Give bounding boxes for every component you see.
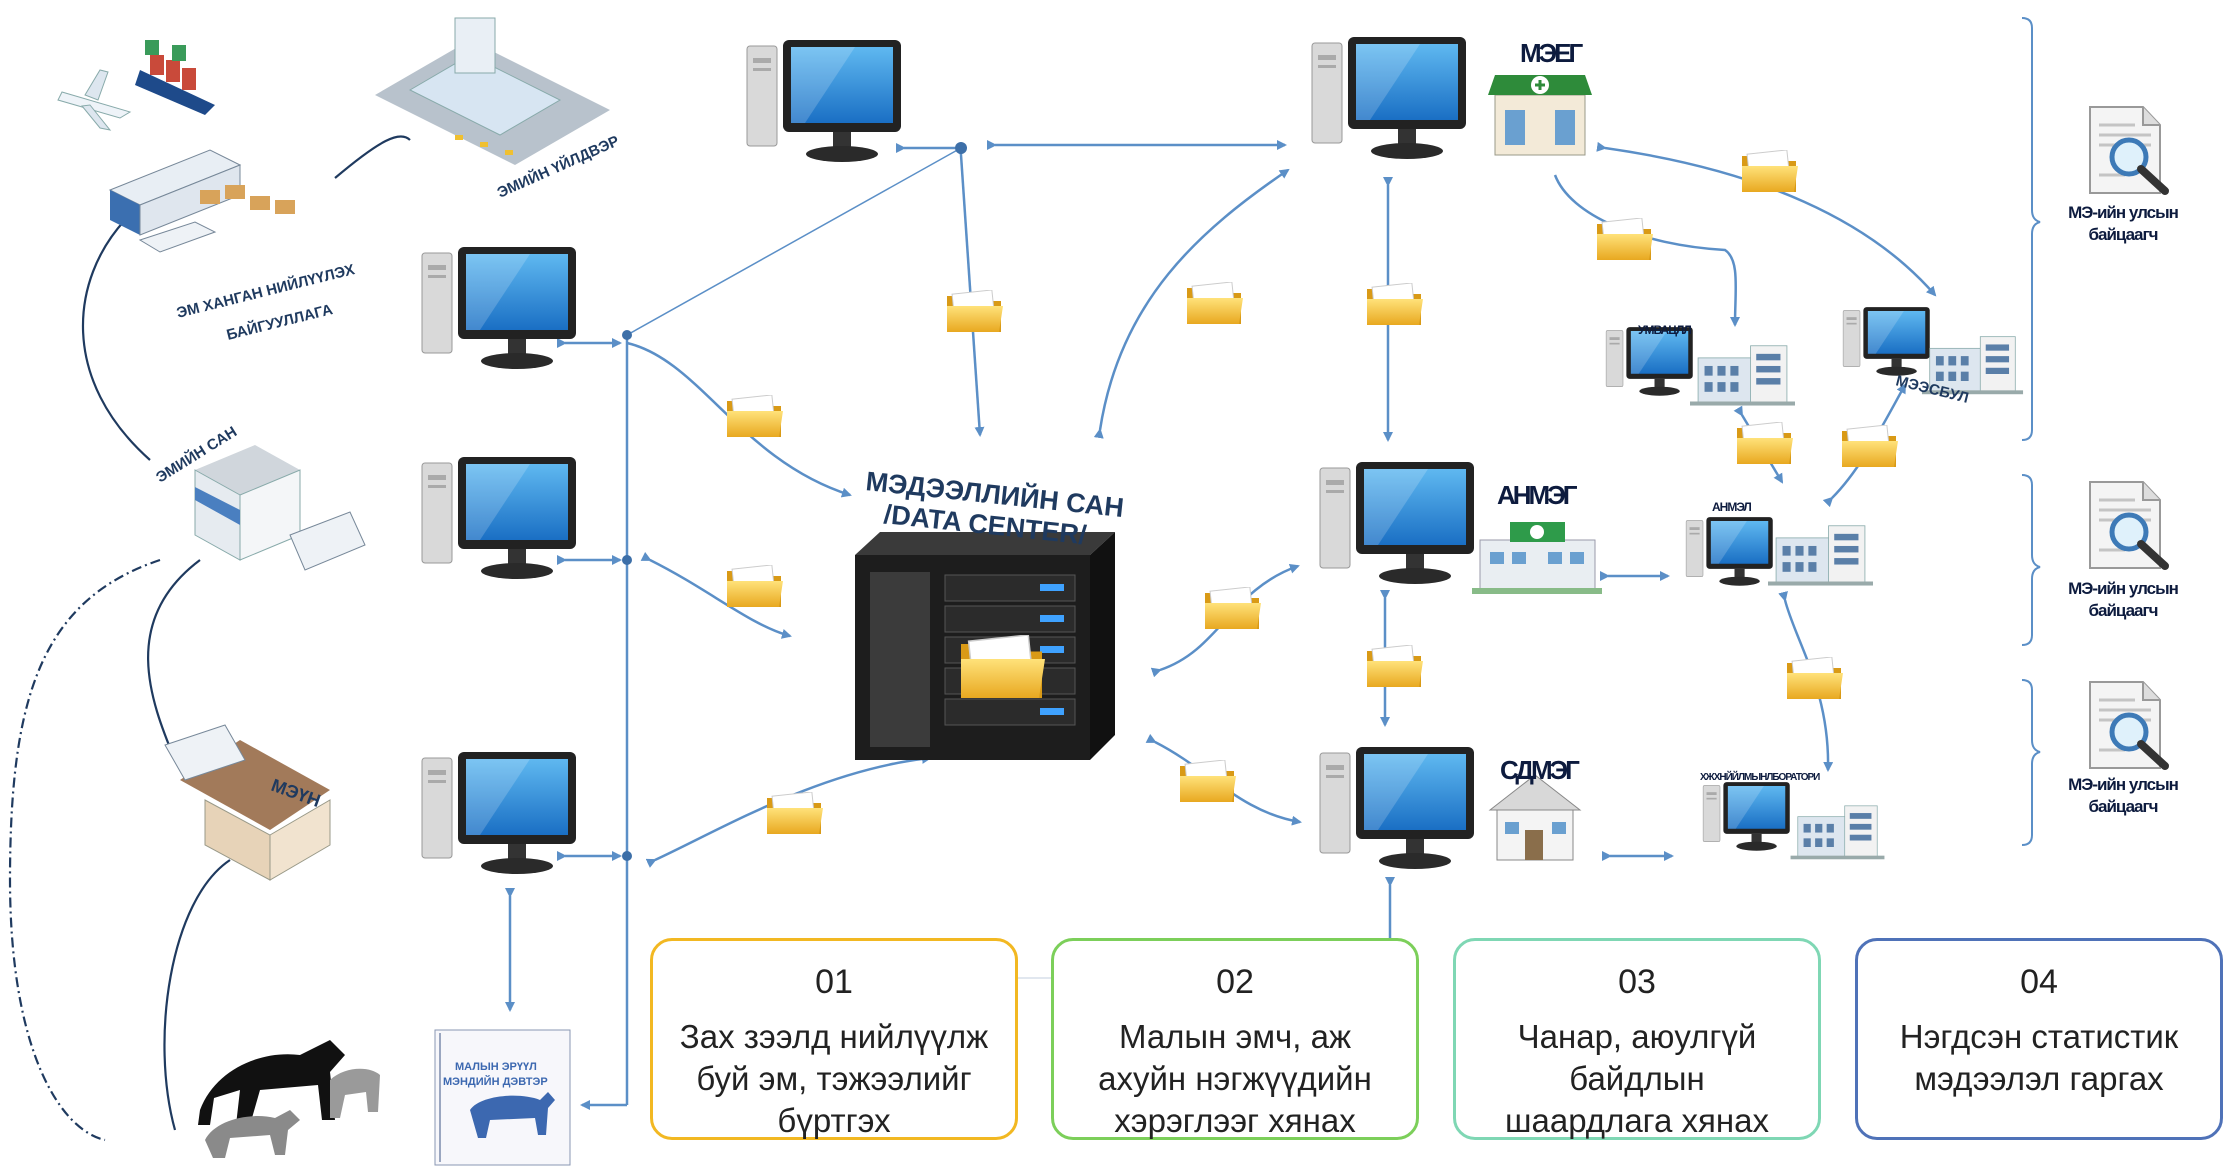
importer-label-line2: БАЙГУУЛЛАГА — [225, 300, 335, 344]
computer-icon — [746, 39, 902, 163]
card-text: Малын эмч, аж ахуйн нэгжүүдийн хэрэглээг… — [1098, 1018, 1372, 1139]
supply-chain-lines — [8, 135, 411, 1142]
building-icon — [1768, 525, 1873, 586]
computer-icon — [1311, 36, 1467, 160]
data-center-server-icon — [855, 532, 1115, 760]
inspector-label-line2: байцаагч — [2088, 601, 2159, 620]
anmeg-label: АНМЭГ — [1497, 480, 1577, 510]
workstations — [421, 36, 1931, 875]
magnifier-document-icon — [2090, 682, 2165, 768]
inspector-label: МЭ-ийн улсын байцаагч — [2048, 578, 2198, 622]
function-card: 04 Нэгдсэн статистик мэдээлэл гаргах — [1855, 938, 2223, 1140]
inspector-label-line2: байцаагч — [2088, 225, 2159, 244]
meeg-label: МЭЕГ — [1520, 38, 1583, 68]
card-number: 01 — [815, 963, 853, 1001]
magnifier-document-icon — [2090, 482, 2165, 568]
inspector-brackets — [2021, 17, 2041, 846]
card-number: 03 — [1618, 963, 1656, 1001]
computer-icon — [421, 456, 577, 580]
computer-icon — [1319, 746, 1475, 870]
folder-icon — [946, 290, 1004, 333]
magnifier-document-icon — [2090, 107, 2165, 193]
card-number: 02 — [1216, 963, 1254, 1001]
card-number: 04 — [2020, 963, 2058, 1001]
card-text: Чанар, аюулгүй байдлын шаардлага хянах — [1505, 1018, 1769, 1139]
folder-icon — [1366, 645, 1424, 688]
inspector-label-line1: МЭ-ийн улсын — [2068, 579, 2179, 598]
building-icon — [1790, 805, 1885, 860]
function-card: 02 Малын эмч, аж ахуйн нэгжүүдийн хэрэгл… — [1051, 938, 1419, 1140]
folder-icon — [1179, 760, 1237, 803]
computer-icon — [421, 246, 577, 370]
function-card: 01 Зах зээлд нийлүүлж буй эм, тэжээлийг … — [650, 938, 1018, 1140]
building-icon — [1690, 345, 1795, 406]
computer-icon — [1319, 461, 1475, 585]
card-text: Зах зээлд нийлүүлж буй эм, тэжээлийг бүр… — [679, 1018, 989, 1139]
hkl-label: ХЖХНЙЙЛМЫНЛБОРАТОРИ — [1700, 772, 1820, 783]
folder-icon — [1186, 282, 1244, 325]
computer-icon — [421, 751, 577, 875]
folder-icon — [766, 792, 824, 835]
livestock-icon — [198, 1040, 380, 1158]
folder-icon — [1841, 425, 1899, 468]
computer-icon — [1605, 326, 1694, 396]
card-text: Нэгдсэн статистик мэдээлэл гаргах — [1899, 1018, 2179, 1097]
cargo-ship-icon — [135, 40, 215, 115]
folder-icon — [1786, 657, 1844, 700]
inspector-label: МЭ-ийн улсын байцаагч — [2048, 774, 2198, 818]
anmel-label: АНМЭЛ — [1712, 500, 1752, 514]
folder-icon — [1366, 283, 1424, 326]
sdmeg-label: СДМЭГ — [1500, 755, 1580, 785]
inspector-label-line1: МЭ-ийн улсын — [2068, 775, 2179, 794]
sdmeg-building-icon — [1488, 774, 1582, 861]
umvatsl-label: УМВАЦЛЛ — [1638, 323, 1692, 337]
folder-icon — [1736, 422, 1794, 465]
folder-icon — [726, 565, 784, 608]
inspector-label-line1: МЭ-ийн улсын — [2068, 203, 2179, 222]
meeg-building-icon — [1488, 75, 1592, 156]
inspector-label-line2: байцаагч — [2088, 797, 2159, 816]
inspector-label: МЭ-ийн улсын байцаагч — [2048, 202, 2198, 246]
notebook-title-line2: МЭНДИЙН ДЭВТЭР — [443, 1075, 548, 1088]
computer-icon — [1685, 516, 1774, 586]
notebook-title-line1: МАЛЫН ЭРҮҮЛ — [455, 1061, 537, 1073]
anmeg-building-icon — [1472, 522, 1602, 594]
function-card: 03 Чанар, аюулгүй байдлын шаардлага хяна… — [1453, 938, 1821, 1140]
vet-clinic-house-icon — [164, 724, 331, 881]
folder-icon — [1741, 150, 1799, 193]
warehouse-truck-icon — [108, 149, 295, 253]
folder-icon — [1596, 218, 1654, 261]
health-notebook-icon — [434, 1029, 571, 1166]
pharmacy-building-icon — [194, 445, 366, 571]
computer-icon — [1702, 781, 1791, 851]
folder-icon — [726, 395, 784, 438]
computer-icon — [1842, 306, 1931, 376]
factory-icon — [375, 17, 610, 165]
bus-nodes — [622, 142, 967, 861]
airplane-icon — [57, 69, 132, 131]
